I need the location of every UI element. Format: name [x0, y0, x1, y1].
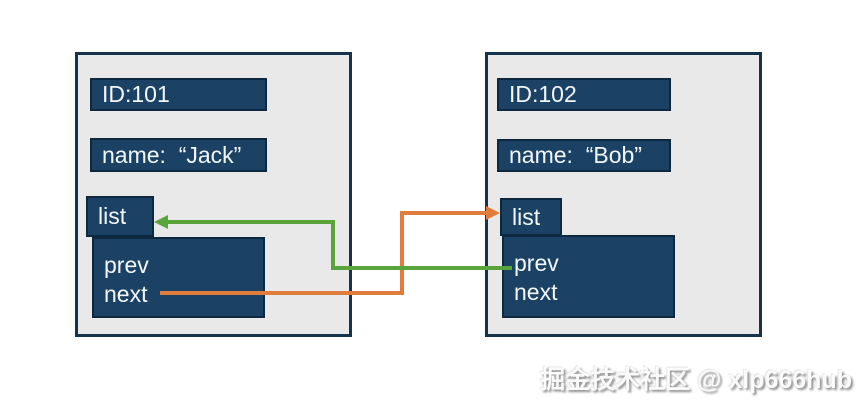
name-label: name: “Jack”: [102, 141, 242, 168]
prev-pointer-arrow-segment: [167, 220, 335, 224]
node-101: ID:101 name: “Jack” list prev next: [75, 52, 352, 337]
name-label: name: “Bob”: [509, 142, 642, 168]
pointer-field: prev next: [92, 237, 265, 318]
prev-label: prev: [104, 252, 149, 278]
list-label: list: [512, 203, 541, 230]
id-label: ID:101: [102, 81, 170, 107]
prev-pointer-arrow-segment: [331, 220, 335, 270]
id-field: ID:102: [497, 78, 671, 111]
list-field: list: [500, 198, 562, 236]
next-label: next: [104, 281, 148, 307]
name-field: name: “Jack”: [90, 138, 267, 172]
next-pointer-arrow-segment: [400, 211, 487, 215]
prev-label: prev: [514, 250, 559, 276]
next-pointer-arrowhead-icon: [486, 206, 500, 220]
id-label: ID:102: [509, 81, 577, 107]
watermark: 掘金技术社区 @ xlp666hub: [540, 366, 852, 394]
next-pointer-arrow-segment: [400, 211, 404, 295]
id-field: ID:101: [90, 78, 267, 111]
next-pointer-arrow-segment: [160, 291, 404, 295]
next-label: next: [514, 279, 558, 305]
prev-pointer-arrow-segment: [333, 266, 512, 270]
name-field: name: “Bob”: [497, 139, 671, 172]
list-label: list: [98, 203, 127, 229]
prev-pointer-arrowhead-icon: [154, 215, 168, 229]
list-field: list: [86, 196, 154, 237]
node-102: ID:102 name: “Bob” list prev next: [485, 52, 762, 337]
pointer-field: prev next: [502, 235, 675, 318]
